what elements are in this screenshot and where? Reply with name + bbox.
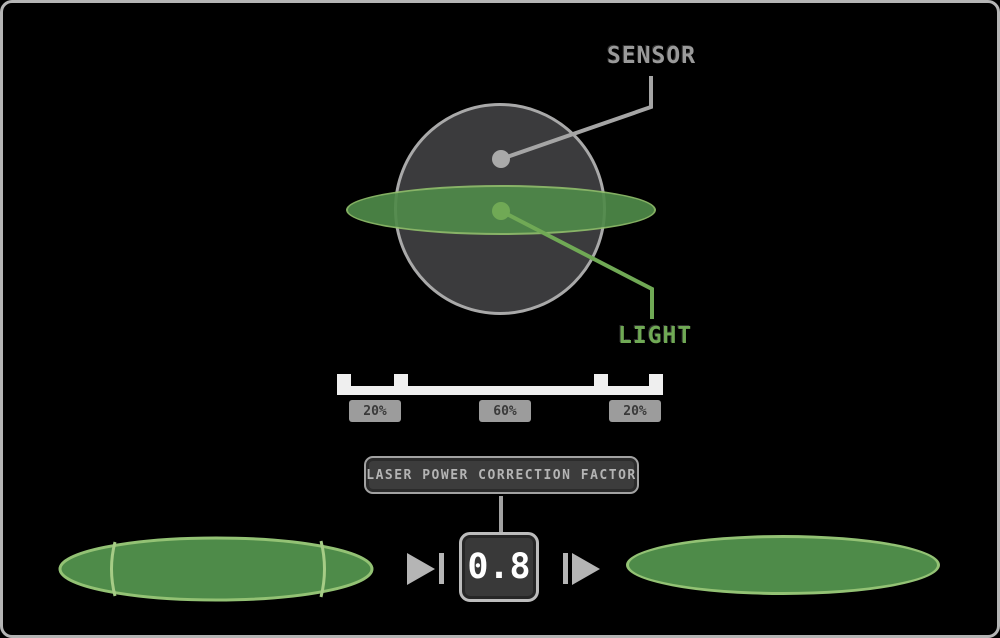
connector-line bbox=[499, 496, 503, 535]
right-arrow-icon bbox=[572, 553, 600, 585]
light-label: LIGHT bbox=[618, 323, 693, 349]
ruler-tick bbox=[337, 374, 351, 386]
ruler-label-middle: 60% bbox=[479, 400, 531, 422]
corrected-light-spot bbox=[626, 535, 940, 595]
spot-segment-divider bbox=[319, 540, 326, 598]
ruler-tick bbox=[649, 374, 663, 386]
light-spot-ellipse bbox=[58, 536, 374, 602]
ruler-label-left: 20% bbox=[349, 400, 401, 422]
correction-factor-title: LASER POWER CORRECTION FACTOR bbox=[364, 456, 639, 494]
correction-factor-value: 0.8 bbox=[459, 532, 539, 602]
ruler-label-right: 20% bbox=[609, 400, 661, 422]
spot-segment-divider bbox=[110, 541, 117, 597]
right-arrow-icon bbox=[407, 553, 435, 585]
sensor-label: SENSOR bbox=[607, 43, 697, 69]
segmented-light-spot bbox=[58, 536, 374, 602]
ruler-tick bbox=[394, 374, 408, 386]
ruler-tick bbox=[594, 374, 608, 386]
sensor-dot bbox=[492, 150, 510, 168]
ruler-bar bbox=[337, 386, 663, 395]
light-dot bbox=[492, 202, 510, 220]
arrow-bar-icon bbox=[439, 553, 444, 584]
arrow-bar-icon bbox=[563, 553, 568, 584]
